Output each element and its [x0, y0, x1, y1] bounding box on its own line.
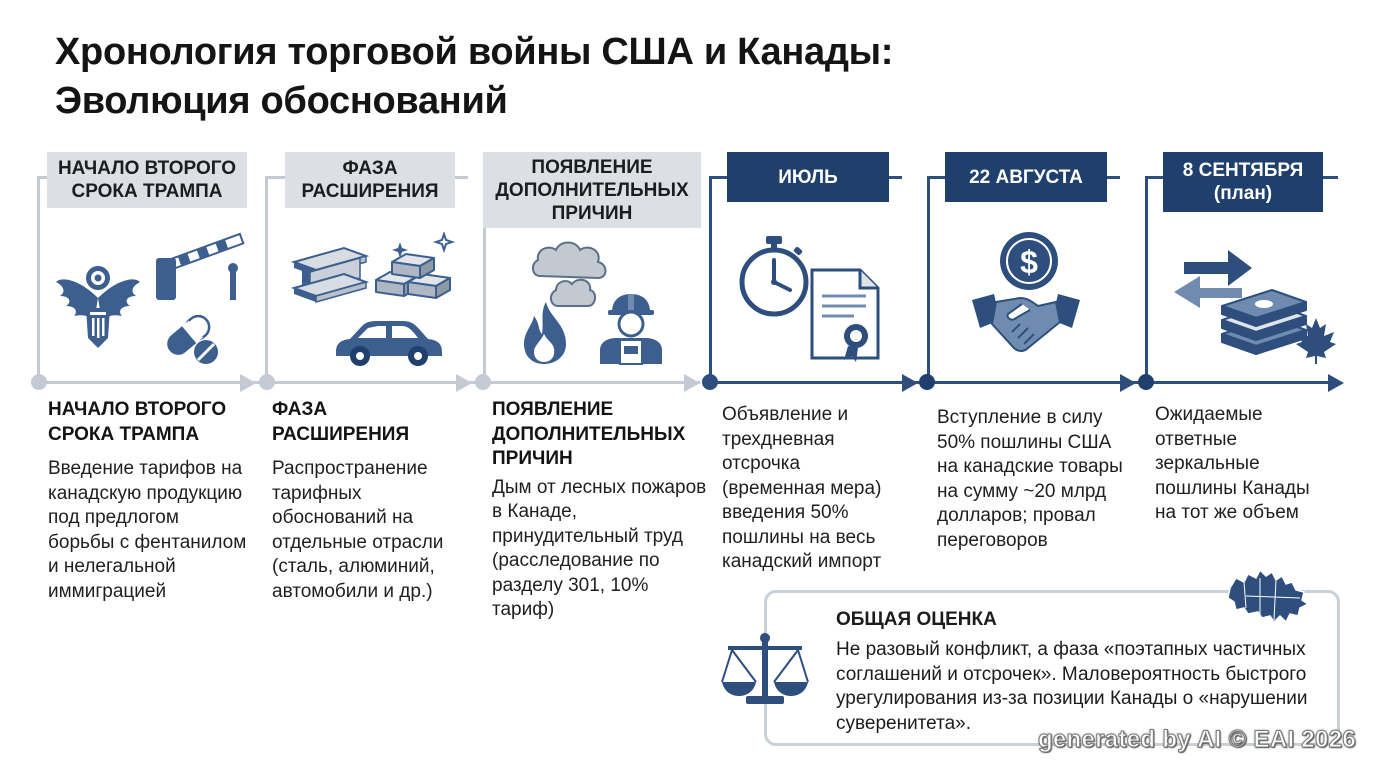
- car-icon: [336, 321, 442, 366]
- smoke-cloud-icon: [532, 241, 607, 307]
- scales-icon: [721, 633, 809, 704]
- phase-5-text: Вступление в силу 50% пошлины США на кан…: [937, 407, 1123, 551]
- stopwatch-icon: [739, 236, 809, 317]
- phase-header-2: ФАЗА РАСШИРЕНИЯ: [285, 152, 455, 208]
- title-line-1: Хронология торговой войны США и Канады:: [55, 31, 894, 73]
- steel-beam-icon: [290, 246, 370, 303]
- timeline-axis-light: [40, 381, 700, 384]
- worker-icon: [600, 294, 662, 365]
- timeline-arrow-1: [240, 373, 256, 392]
- phase-3-text: Дым от лесных пожаров в Канаде, принудит…: [492, 476, 707, 621]
- phase-header-1: НАЧАЛО ВТОРОГО СРОКА ТРАМПА: [47, 152, 247, 208]
- timeline-dot-3: [475, 374, 491, 390]
- money-stack-icon: [1221, 289, 1307, 355]
- timeline-dot-1: [31, 374, 47, 390]
- timeline-arrow-5: [1120, 373, 1136, 392]
- eagle-seal-icon: [56, 266, 140, 348]
- timeline-arrow-3: [684, 373, 700, 392]
- phase-header-5: 22 АВГУСТА: [945, 152, 1107, 202]
- phase-2-text: Распространение тарифных обоснований на …: [272, 458, 444, 602]
- summary-heading: ОБЩАЯ ОЦЕНКА: [836, 609, 997, 630]
- summary-text: Не разовый конфликт, а фаза «поэтапных ч…: [836, 639, 1308, 734]
- timeline-dot-2: [259, 374, 275, 390]
- pill-icon: [167, 314, 218, 364]
- phase-2-heading: ФАЗА РАСШИРЕНИЯ: [272, 399, 410, 445]
- exchange-arrows-icon: [1174, 250, 1252, 308]
- phase-3-description: ПОЯВЛЕНИЕ ДОПОЛНИТЕЛЬНЫХ ПРИЧИН Дым от л…: [492, 398, 710, 623]
- phase-4-text: Объявление и трехдневная отсрочка (време…: [722, 404, 882, 572]
- canada-map-icon: [1227, 568, 1310, 624]
- handshake-icon: [972, 294, 1080, 352]
- certificate-document-icon: [810, 268, 880, 362]
- phase-1-description: НАЧАЛО ВТОРОГО СРОКА ТРАМПА Введение тар…: [48, 398, 248, 604]
- phase-1-heading: НАЧАЛО ВТОРОГО СРОКА ТРАМПА: [48, 399, 227, 445]
- timeline-dot-6: [1138, 374, 1154, 390]
- fire-icon: [524, 302, 566, 364]
- dollar-coin-icon: $: [1000, 232, 1058, 290]
- title-line-2: Эволюция обоснований: [55, 80, 508, 122]
- phase-4-description: Объявление и трехдневная отсрочка (време…: [722, 403, 908, 575]
- phase-3-heading: ПОЯВЛЕНИЕ ДОПОЛНИТЕЛЬНЫХ ПРИЧИН: [492, 399, 686, 469]
- phase-header-6: 8 СЕНТЯБРЯ (план): [1163, 152, 1323, 212]
- timeline-arrow-2: [456, 373, 472, 392]
- timeline-arrow-6: [1328, 373, 1344, 392]
- timeline-axis-dark: [710, 381, 1330, 384]
- svg-text:$: $: [1020, 244, 1038, 280]
- aluminum-ingots-icon: [375, 232, 456, 299]
- maple-leaf-icon: [1296, 318, 1336, 364]
- timeline-dot-4: [702, 374, 718, 390]
- phase-1-text: Введение тарифов на канадскую продукцию …: [48, 458, 247, 602]
- phase-2-description: ФАЗА РАСШИРЕНИЯ Распространение тарифных…: [272, 398, 464, 604]
- timeline-dot-5: [919, 374, 935, 390]
- watermark: generated by AI © EAI 2026: [1037, 726, 1356, 754]
- phase-6-description: Ожидаемые ответные зеркальные пошлины Ка…: [1155, 403, 1327, 526]
- phase-header-3: ПОЯВЛЕНИЕ ДОПОЛНИТЕЛЬНЫХ ПРИЧИН: [483, 152, 701, 228]
- timeline-arrow-4: [902, 373, 918, 392]
- page-title: Хронология торговой войны США и Канады: …: [55, 28, 1155, 126]
- phase-header-4: ИЮЛЬ: [727, 152, 889, 202]
- phase-5-description: Вступление в силу 50% пошлины США на кан…: [937, 406, 1137, 553]
- phase-6-text: Ожидаемые ответные зеркальные пошлины Ка…: [1155, 404, 1310, 523]
- barrier-gate-icon: [156, 232, 245, 300]
